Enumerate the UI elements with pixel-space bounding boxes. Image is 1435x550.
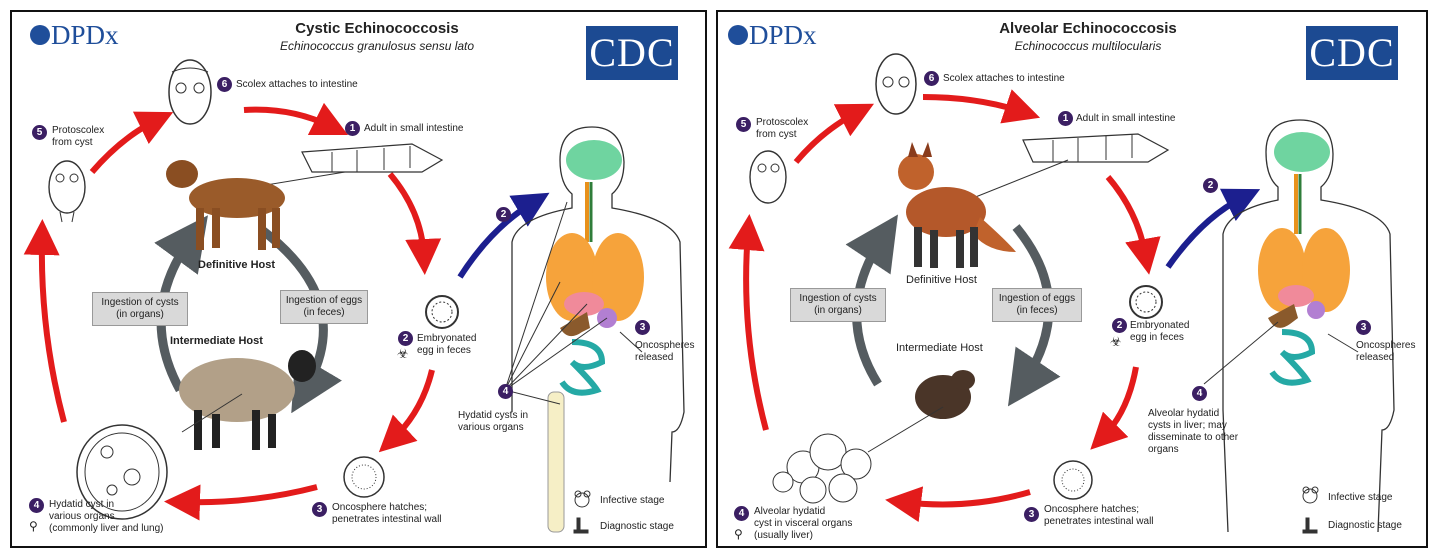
legend-diagnostic-label: Diagnostic stage bbox=[600, 521, 674, 533]
definitive-host-label: Definitive Host bbox=[906, 274, 977, 286]
intermediate-host-label: Intermediate Host bbox=[170, 335, 263, 347]
stage-6-label: Scolex attaches to intestine bbox=[236, 79, 358, 91]
scolex-illustration bbox=[169, 60, 211, 124]
arrow-egg-to-oncosphere bbox=[1103, 367, 1136, 437]
adult-worm-illustration bbox=[1023, 134, 1168, 162]
stage-5-label: Protoscolex from cyst bbox=[52, 125, 104, 149]
stage-3-badge: 3 bbox=[1024, 507, 1039, 522]
stage-5-badge: 5 bbox=[32, 125, 47, 140]
alveolar-hydatid-cyst-illustration bbox=[773, 434, 871, 503]
oncosphere-illustration bbox=[344, 457, 384, 497]
arrow-egg-to-human bbox=[1168, 197, 1244, 267]
arrow-scolex-to-adult bbox=[244, 110, 332, 127]
arrow-oncosphere-to-cyst bbox=[182, 487, 317, 502]
stage-4-badge: 4 bbox=[734, 506, 749, 521]
fox-illustration bbox=[898, 142, 1016, 268]
dpdx-logo: DPDx bbox=[30, 20, 119, 51]
stage-4-label: Alveolar hydatid cyst in visceral organs… bbox=[754, 506, 852, 542]
stage-4-label: Hydatid cyst in various organs (commonly… bbox=[49, 499, 164, 535]
protoscolex-illustration bbox=[49, 161, 85, 222]
stage-5-label: Protoscolex from cyst bbox=[756, 117, 808, 141]
stage-4-human-badge: 4 bbox=[1192, 386, 1207, 401]
stage-6-label: Scolex attaches to intestine bbox=[943, 73, 1065, 85]
legend-infective-label: Infective stage bbox=[1328, 492, 1392, 504]
cdc-logo: CDC bbox=[1306, 26, 1398, 80]
stage-1-label: Adult in small intestine bbox=[1076, 113, 1176, 125]
stage-4-human-label: Alveolar hydatid cysts in liver; may dis… bbox=[1148, 408, 1238, 456]
panel-alveolar-echinococcosis: DPDx Alveolar Echinococcosis Echinococcu… bbox=[716, 10, 1428, 548]
arrow-egg-to-oncosphere bbox=[392, 370, 432, 440]
arrow-scolex-to-adult bbox=[923, 97, 1023, 112]
stage-2-label: Embryonated egg in feces bbox=[417, 333, 476, 357]
stage-2-human-badge: 2 bbox=[1203, 178, 1218, 193]
rodent-illustration bbox=[915, 370, 975, 419]
cdc-logo: CDC bbox=[586, 26, 678, 80]
dpdx-logo-icon bbox=[728, 25, 748, 45]
stage-3-human-badge: 3 bbox=[635, 320, 650, 335]
stage-3-label: Oncosphere hatches; penetrates intestina… bbox=[1044, 504, 1154, 528]
stage-6-badge: 6 bbox=[924, 71, 939, 86]
biohazard-legend-icon-art bbox=[575, 491, 590, 507]
embryonated-egg-illustration bbox=[1130, 286, 1162, 318]
arrow-adult-to-egg bbox=[390, 174, 424, 257]
ingestion-of-cysts-box: Ingestion of cysts (in organs) bbox=[92, 292, 188, 326]
microscope-icon: ⚲ bbox=[29, 520, 38, 532]
stage-4-human-badge: 4 bbox=[498, 384, 513, 399]
scolex-illustration bbox=[876, 54, 916, 114]
microscope-icon: ⚲ bbox=[734, 528, 743, 540]
human-body-illustration bbox=[512, 127, 684, 532]
lifecycle-diagram-art bbox=[718, 12, 1428, 548]
stage-1-label: Adult in small intestine bbox=[364, 123, 464, 135]
embryonated-egg-illustration bbox=[426, 296, 458, 328]
stage-3-human-badge: 3 bbox=[1356, 320, 1371, 335]
legend-infective-label: Infective stage bbox=[600, 495, 664, 507]
arrow-oncosphere-to-cyst bbox=[903, 492, 1030, 504]
stage-3-human-label: Oncospheres released bbox=[1356, 340, 1415, 364]
stage-5-badge: 5 bbox=[736, 117, 751, 132]
page-subtitle: Echinococcus multilocularis bbox=[958, 39, 1218, 53]
page-title: Alveolar Echinococcosis bbox=[958, 20, 1218, 38]
stage-4-badge: 4 bbox=[29, 498, 44, 513]
biohazard-icon: ☣ bbox=[1110, 336, 1122, 348]
stage-3-label: Oncosphere hatches; penetrates intestina… bbox=[332, 502, 442, 526]
ingestion-of-cysts-box: Ingestion of cysts (in organs) bbox=[790, 288, 886, 322]
microscope-legend-icon-art bbox=[574, 518, 588, 533]
stage-2-badge: 2 bbox=[1112, 318, 1127, 333]
lifecycle-diagram-art bbox=[12, 12, 707, 548]
page-subtitle: Echinococcus granulosus sensu lato bbox=[237, 39, 517, 53]
sheep-illustration bbox=[179, 350, 316, 450]
stage-1-badge: 1 bbox=[1058, 111, 1073, 126]
arrow-cyst-to-protoscolex bbox=[42, 237, 64, 422]
ingestion-of-eggs-box: Ingestion of eggs (in feces) bbox=[992, 288, 1082, 322]
stage-2-badge: 2 bbox=[398, 331, 413, 346]
stage-4-human-label: Hydatid cysts in various organs bbox=[458, 410, 528, 434]
biohazard-icon: ☣ bbox=[397, 348, 409, 360]
stage-6-badge: 6 bbox=[217, 77, 232, 92]
stage-2-label: Embryonated egg in feces bbox=[1130, 320, 1189, 344]
biohazard-legend-icon-art bbox=[1303, 487, 1318, 503]
definitive-host-label: Definitive Host bbox=[198, 259, 275, 271]
stage-1-badge: 1 bbox=[345, 121, 360, 136]
microscope-legend-icon-art bbox=[1303, 518, 1317, 533]
stage-2-human-badge: 2 bbox=[496, 207, 511, 222]
arrow-adult-to-egg bbox=[1108, 177, 1146, 257]
ingestion-of-eggs-box: Ingestion of eggs (in feces) bbox=[280, 290, 368, 324]
intermediate-host-label: Intermediate Host bbox=[896, 342, 983, 354]
page-title: Cystic Echinococcosis bbox=[247, 20, 507, 38]
protoscolex-illustration bbox=[750, 151, 786, 203]
stage-3-badge: 3 bbox=[312, 502, 327, 517]
dpdx-logo: DPDx bbox=[728, 20, 817, 51]
legend-diagnostic-label: Diagnostic stage bbox=[1328, 520, 1402, 532]
oncosphere-illustration bbox=[1054, 461, 1092, 499]
adult-worm-illustration bbox=[302, 144, 442, 172]
stage-3-human-label: Oncospheres released bbox=[635, 340, 694, 364]
arrow-cyst-to-protoscolex bbox=[746, 232, 766, 430]
dpdx-logo-icon bbox=[30, 25, 50, 45]
panel-cystic-echinococcosis: DPDx Cystic Echinococcosis Echinococcus … bbox=[10, 10, 707, 548]
